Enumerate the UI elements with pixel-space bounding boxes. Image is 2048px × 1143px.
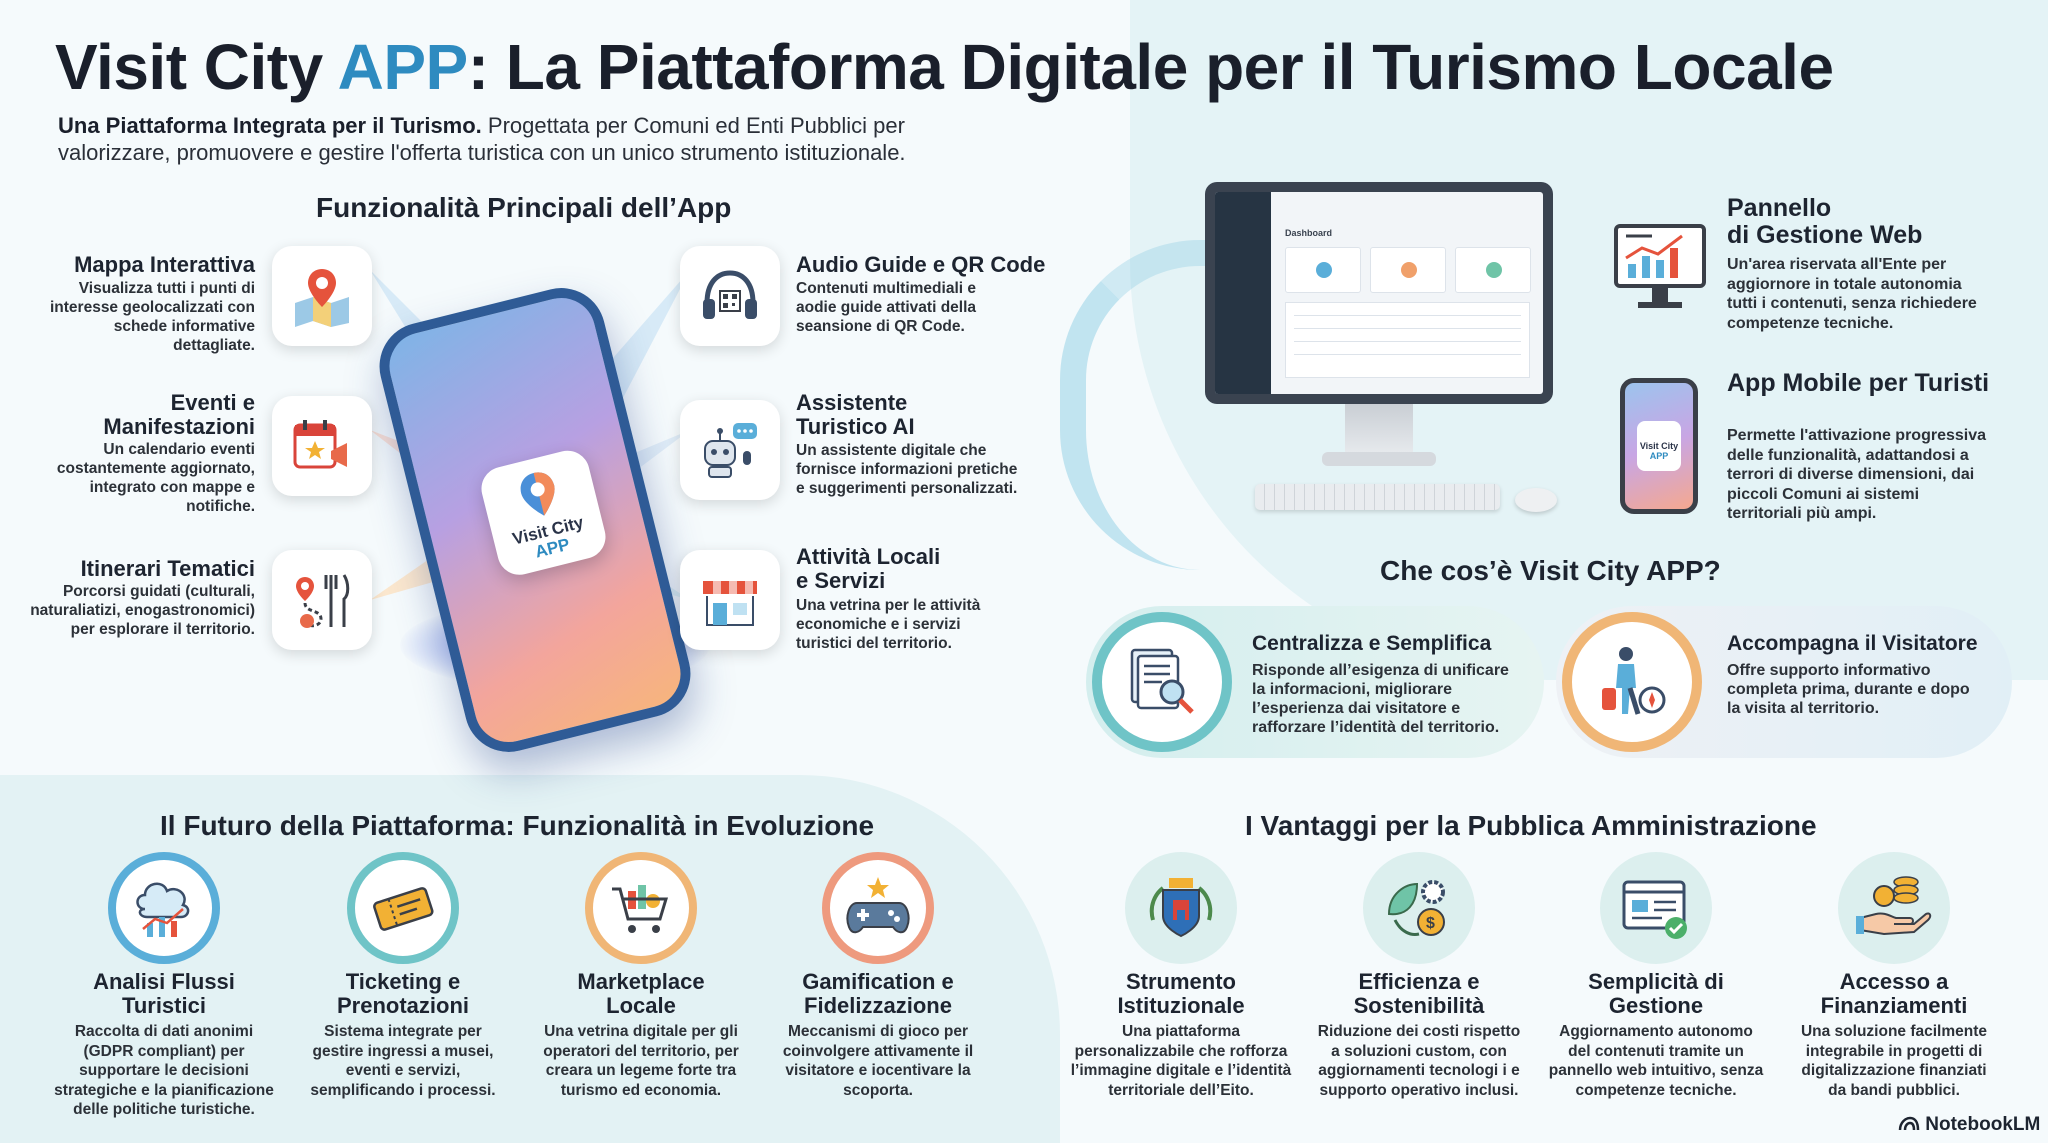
feature-title-itineraries: Itinerari Tematici [80,556,255,581]
feature-map-tile[interactable] [272,246,372,346]
feature-title-map: Mappa Interattiva [74,252,255,277]
phone-illustration: Visit City APP [370,278,700,762]
monitor-stand [1345,404,1413,456]
monitor-illustration: Dashboard [1205,182,1553,404]
feature-title-audio: Audio Guide e QR Code [796,252,1046,277]
dashboard-card [1455,247,1531,293]
future-circle-analytics [108,852,220,964]
future-desc-analytics: Raccolta di dati anonimi(GDPR compliant)… [54,1023,274,1118]
feature-shop-tile[interactable] [680,550,780,650]
gamepad-icon [846,877,910,934]
advantages-heading: I Vantaggi per la Pubblica Amministrazio… [1245,810,1817,841]
leaf-gear-coin-icon: $ [1387,880,1445,936]
what-is-title-accompany: Accompagna il Visitatore [1727,632,1978,655]
route-fork-knife-icon [296,574,350,628]
dashboard-label: Dashboard [1285,228,1333,238]
future-circle-marketplace [585,852,697,964]
app-icon: Visit City APP [476,446,611,580]
what-is-title-centralize: Centralizza e Semplifica [1252,632,1492,655]
brand-name: NotebookLM [1925,1114,2041,1135]
svg-text:$: $ [1426,915,1435,932]
feature-audio-tile[interactable] [680,246,780,346]
what-is-circle-accompany [1562,612,1702,752]
hand-coins-icon [1856,876,1932,936]
shop-icon [703,581,757,626]
monitor-chart-icon [1614,224,1706,308]
dashboard-card [1285,247,1361,293]
document-search-icon [1130,648,1194,714]
feature-events-tile[interactable] [272,396,372,496]
map-pin-icon [295,269,349,327]
future-circle-ticketing [347,852,459,964]
what-is-circle-centralize [1092,612,1232,752]
monitor-base [1322,452,1436,466]
notebooklm-logo-icon [1898,1116,1920,1131]
what-is-heading: Che cos’è Visit City APP? [1380,555,1721,586]
shopping-cart-icon [612,885,669,933]
dashboard-table [1285,302,1530,378]
mouse-illustration [1515,488,1557,512]
brand-footer: NotebookLM [1898,1114,2040,1136]
advantage-circle-simplicity [1600,852,1712,964]
mobile-app-title: App Mobile per Turisti [1727,369,1990,397]
dashboard-screen: Dashboard [1215,192,1543,394]
advantage-circle-institutional [1125,852,1237,964]
calendar-megaphone-icon [293,420,347,469]
headphones-qr-icon [703,270,757,319]
future-circle-gamification [822,852,934,964]
intro-text: Una Piattaforma Integrata per il Turismo… [58,113,906,165]
future-heading: Il Futuro della Piattaforma: Funzionalit… [160,810,875,841]
coat-of-arms-icon [1149,878,1213,938]
feature-ai-tile[interactable] [680,400,780,500]
advantage-circle-efficiency: $ [1363,852,1475,964]
robot-chat-icon [704,423,757,478]
dashboard-sidebar [1215,192,1271,394]
page-title: Visit City APP: La Piattaforma Digitale … [55,31,1834,103]
traveler-icon [1602,647,1666,715]
feature-itineraries-tile[interactable] [272,550,372,650]
features-heading: Funzionalità Principali dell’App [316,192,732,223]
browser-check-icon [1622,880,1687,939]
cloud-analytics-icon [136,882,190,937]
ticket-icon [373,887,434,931]
dashboard-card [1370,247,1446,293]
keyboard-illustration [1255,484,1500,510]
feature-desc-itineraries: Porcorsi guidati (culturali,naturaliatiz… [30,583,255,638]
advantage-circle-funding [1838,852,1950,964]
app-pin-icon [520,472,555,516]
